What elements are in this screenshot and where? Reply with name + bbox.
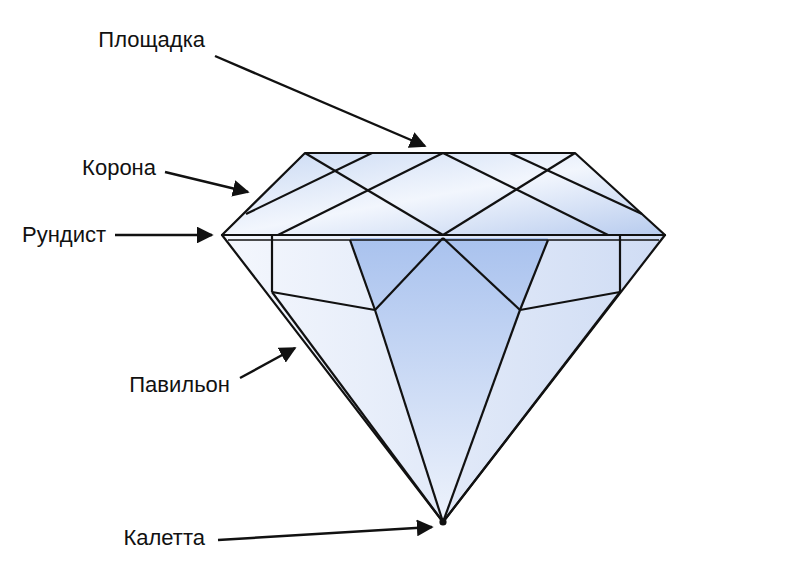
part-label: Калетта (123, 525, 205, 551)
part-label: Корона (82, 155, 156, 181)
leader-arrows (115, 56, 432, 540)
crown (222, 153, 665, 235)
part-label: Рундист (22, 222, 106, 248)
diamond (222, 153, 665, 525)
part-label: Площадка (98, 27, 205, 53)
pavilion (222, 235, 665, 522)
part-label: Павильон (129, 372, 230, 398)
